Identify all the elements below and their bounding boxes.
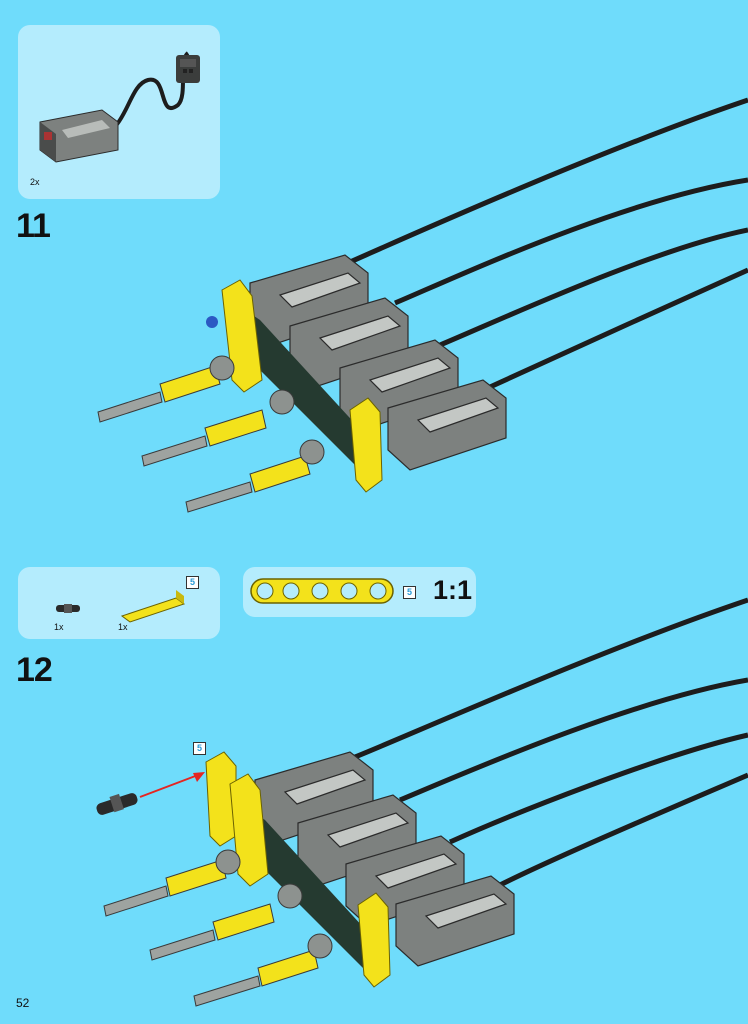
step-11-assembly-image bbox=[97, 97, 748, 513]
beam-1to1-image bbox=[250, 578, 394, 604]
beam-5-icon bbox=[120, 590, 186, 623]
connector-pin-icon bbox=[56, 604, 80, 613]
step-12-parts-panel: 1x 1x 5 bbox=[18, 567, 220, 639]
scale-callout-panel: 5 1:1 bbox=[243, 567, 476, 617]
page-number: 52 bbox=[16, 996, 30, 1010]
connector-pin-qty: 1x bbox=[54, 622, 64, 632]
beam-5-qty: 1x bbox=[118, 622, 128, 632]
assembly-length-badge: 5 bbox=[193, 742, 206, 755]
scale-ratio-label: 1:1 bbox=[433, 575, 473, 605]
motor-qty-label: 2x bbox=[30, 177, 40, 187]
step-12-number: 12 bbox=[16, 651, 53, 689]
motor-part-image bbox=[39, 51, 200, 163]
step-11-number: 11 bbox=[16, 207, 51, 245]
step-12-parts-images bbox=[56, 590, 186, 623]
step-11-parts-panel: 2x bbox=[18, 25, 220, 199]
beam-length-badge: 5 bbox=[186, 576, 199, 589]
scale-length-badge: 5 bbox=[403, 586, 416, 599]
incoming-pin-icon bbox=[96, 793, 138, 815]
